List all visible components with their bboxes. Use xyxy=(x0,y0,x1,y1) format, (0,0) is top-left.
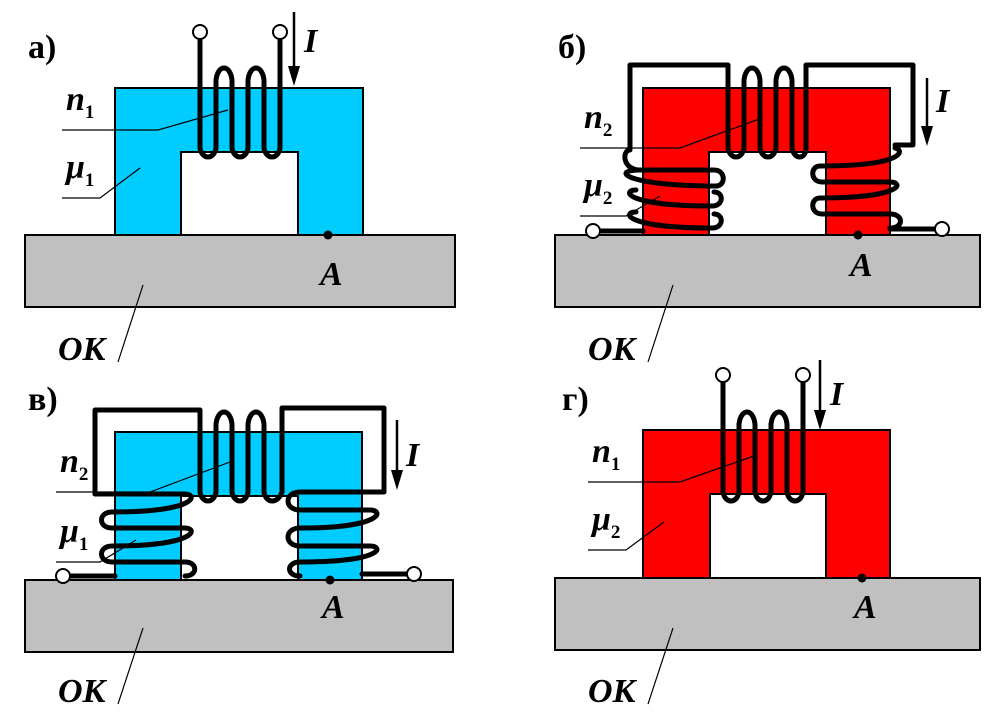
panel-b-current-arrowhead xyxy=(921,126,933,146)
panel-d-permeability-label: μ2 xyxy=(590,501,620,543)
panel-d-point-a xyxy=(857,573,867,583)
panel-b-object-plate xyxy=(554,234,981,308)
panel-d-permeability-leader xyxy=(588,521,665,551)
panel-b-terminal-right xyxy=(934,221,950,237)
panel-a-object-leader xyxy=(117,284,144,363)
panel-a-core xyxy=(114,87,364,236)
panel-c-object-label: ОК xyxy=(58,673,108,710)
panel-a-permeability-leader xyxy=(62,167,141,199)
panel-b-point-label: A xyxy=(848,247,873,284)
panel-d-point-label: A xyxy=(852,589,877,626)
panel-c-point-label: A xyxy=(320,589,345,626)
panel-c-point-a xyxy=(325,575,335,585)
panel-d-letter: г) xyxy=(562,381,589,418)
panel-c-letter: в) xyxy=(28,381,58,418)
panel-d-current-arrowhead xyxy=(814,410,826,430)
panel-d-excitation-winding xyxy=(720,375,806,504)
panel-c-permeability-leader xyxy=(56,539,137,563)
panel-a-object-label: ОК xyxy=(58,331,108,368)
panel-c-object-plate xyxy=(24,579,454,653)
panel-b-letter: б) xyxy=(558,29,586,66)
panel-a-terminal-right xyxy=(272,24,288,40)
panel-a-winding-label: n1 xyxy=(66,81,94,123)
panel-c-object-leader xyxy=(117,627,144,705)
panel-d-terminal-right xyxy=(795,367,811,383)
panel-d: г) I n1 μ2 A ОК xyxy=(554,360,981,710)
panel-a-point-a xyxy=(323,230,333,240)
panel-a-permeability-label: μ1 xyxy=(64,149,94,191)
panel-a-point-label: A xyxy=(318,256,343,293)
panel-c-loop-left xyxy=(92,407,203,497)
panel-b-terminal-left xyxy=(585,223,601,239)
panel-d-core xyxy=(642,429,891,579)
panel-d-winding-label: n1 xyxy=(592,433,620,475)
panel-b-loop-right xyxy=(803,62,916,148)
panel-a-current-label: I xyxy=(303,23,319,60)
panel-a-terminal-left xyxy=(192,24,208,40)
panel-b-object-label: ОК xyxy=(588,331,638,368)
panel-b-permeability-leader xyxy=(580,195,661,217)
panel-c-terminal-left xyxy=(55,568,71,584)
panel-c-terminal-right xyxy=(406,566,422,582)
panel-d-object-label: ОК xyxy=(588,673,638,710)
panel-c-winding-label: n2 xyxy=(60,443,88,485)
panel-b-point-a xyxy=(853,230,863,240)
panel-a-winding-leader xyxy=(62,109,229,131)
panel-b-current-label: I xyxy=(935,83,951,120)
panel-c-permeability-label: μ1 xyxy=(58,513,88,555)
panel-c-right-leg-coil xyxy=(285,489,380,579)
panel-a-letter: а) xyxy=(28,29,56,66)
panel-a-object-plate xyxy=(24,234,456,308)
panel-d-current-label: I xyxy=(829,376,845,413)
panel-b-object-leader xyxy=(647,284,674,363)
panel-c-core xyxy=(114,431,363,581)
panel-c-current-label: I xyxy=(405,437,421,474)
panel-b-left-leg-coil xyxy=(622,147,726,231)
panel-d-object-plate xyxy=(554,577,981,651)
panel-d-terminal-left xyxy=(715,367,731,383)
panel-b-loop-left xyxy=(627,62,731,151)
panel-b: б) I n2 μ2 A ОК xyxy=(554,29,981,368)
panel-b-winding-label: n2 xyxy=(584,99,612,141)
panel-c-winding-leader xyxy=(56,461,231,493)
panel-c: в) I n2 μ1 A ОК xyxy=(24,381,454,710)
panel-c-loop-right xyxy=(279,405,387,495)
panel-c-current-arrowhead xyxy=(391,470,403,490)
panel-b-right-leg-coil xyxy=(810,145,903,231)
panel-c-top-coil xyxy=(197,409,285,504)
panel-d-object-leader xyxy=(647,627,674,705)
panel-b-permeability-label: μ2 xyxy=(582,167,612,209)
panel-a-current-arrowhead xyxy=(288,66,300,86)
panel-b-top-coil xyxy=(725,65,809,160)
panel-b-winding-leader xyxy=(580,117,763,149)
panel-c-left-leg-coil xyxy=(92,491,198,579)
panel-a: а) I n1 μ1 A ОК xyxy=(24,12,456,368)
panel-d-winding-leader xyxy=(588,455,755,483)
panel-a-excitation-winding xyxy=(197,32,283,160)
